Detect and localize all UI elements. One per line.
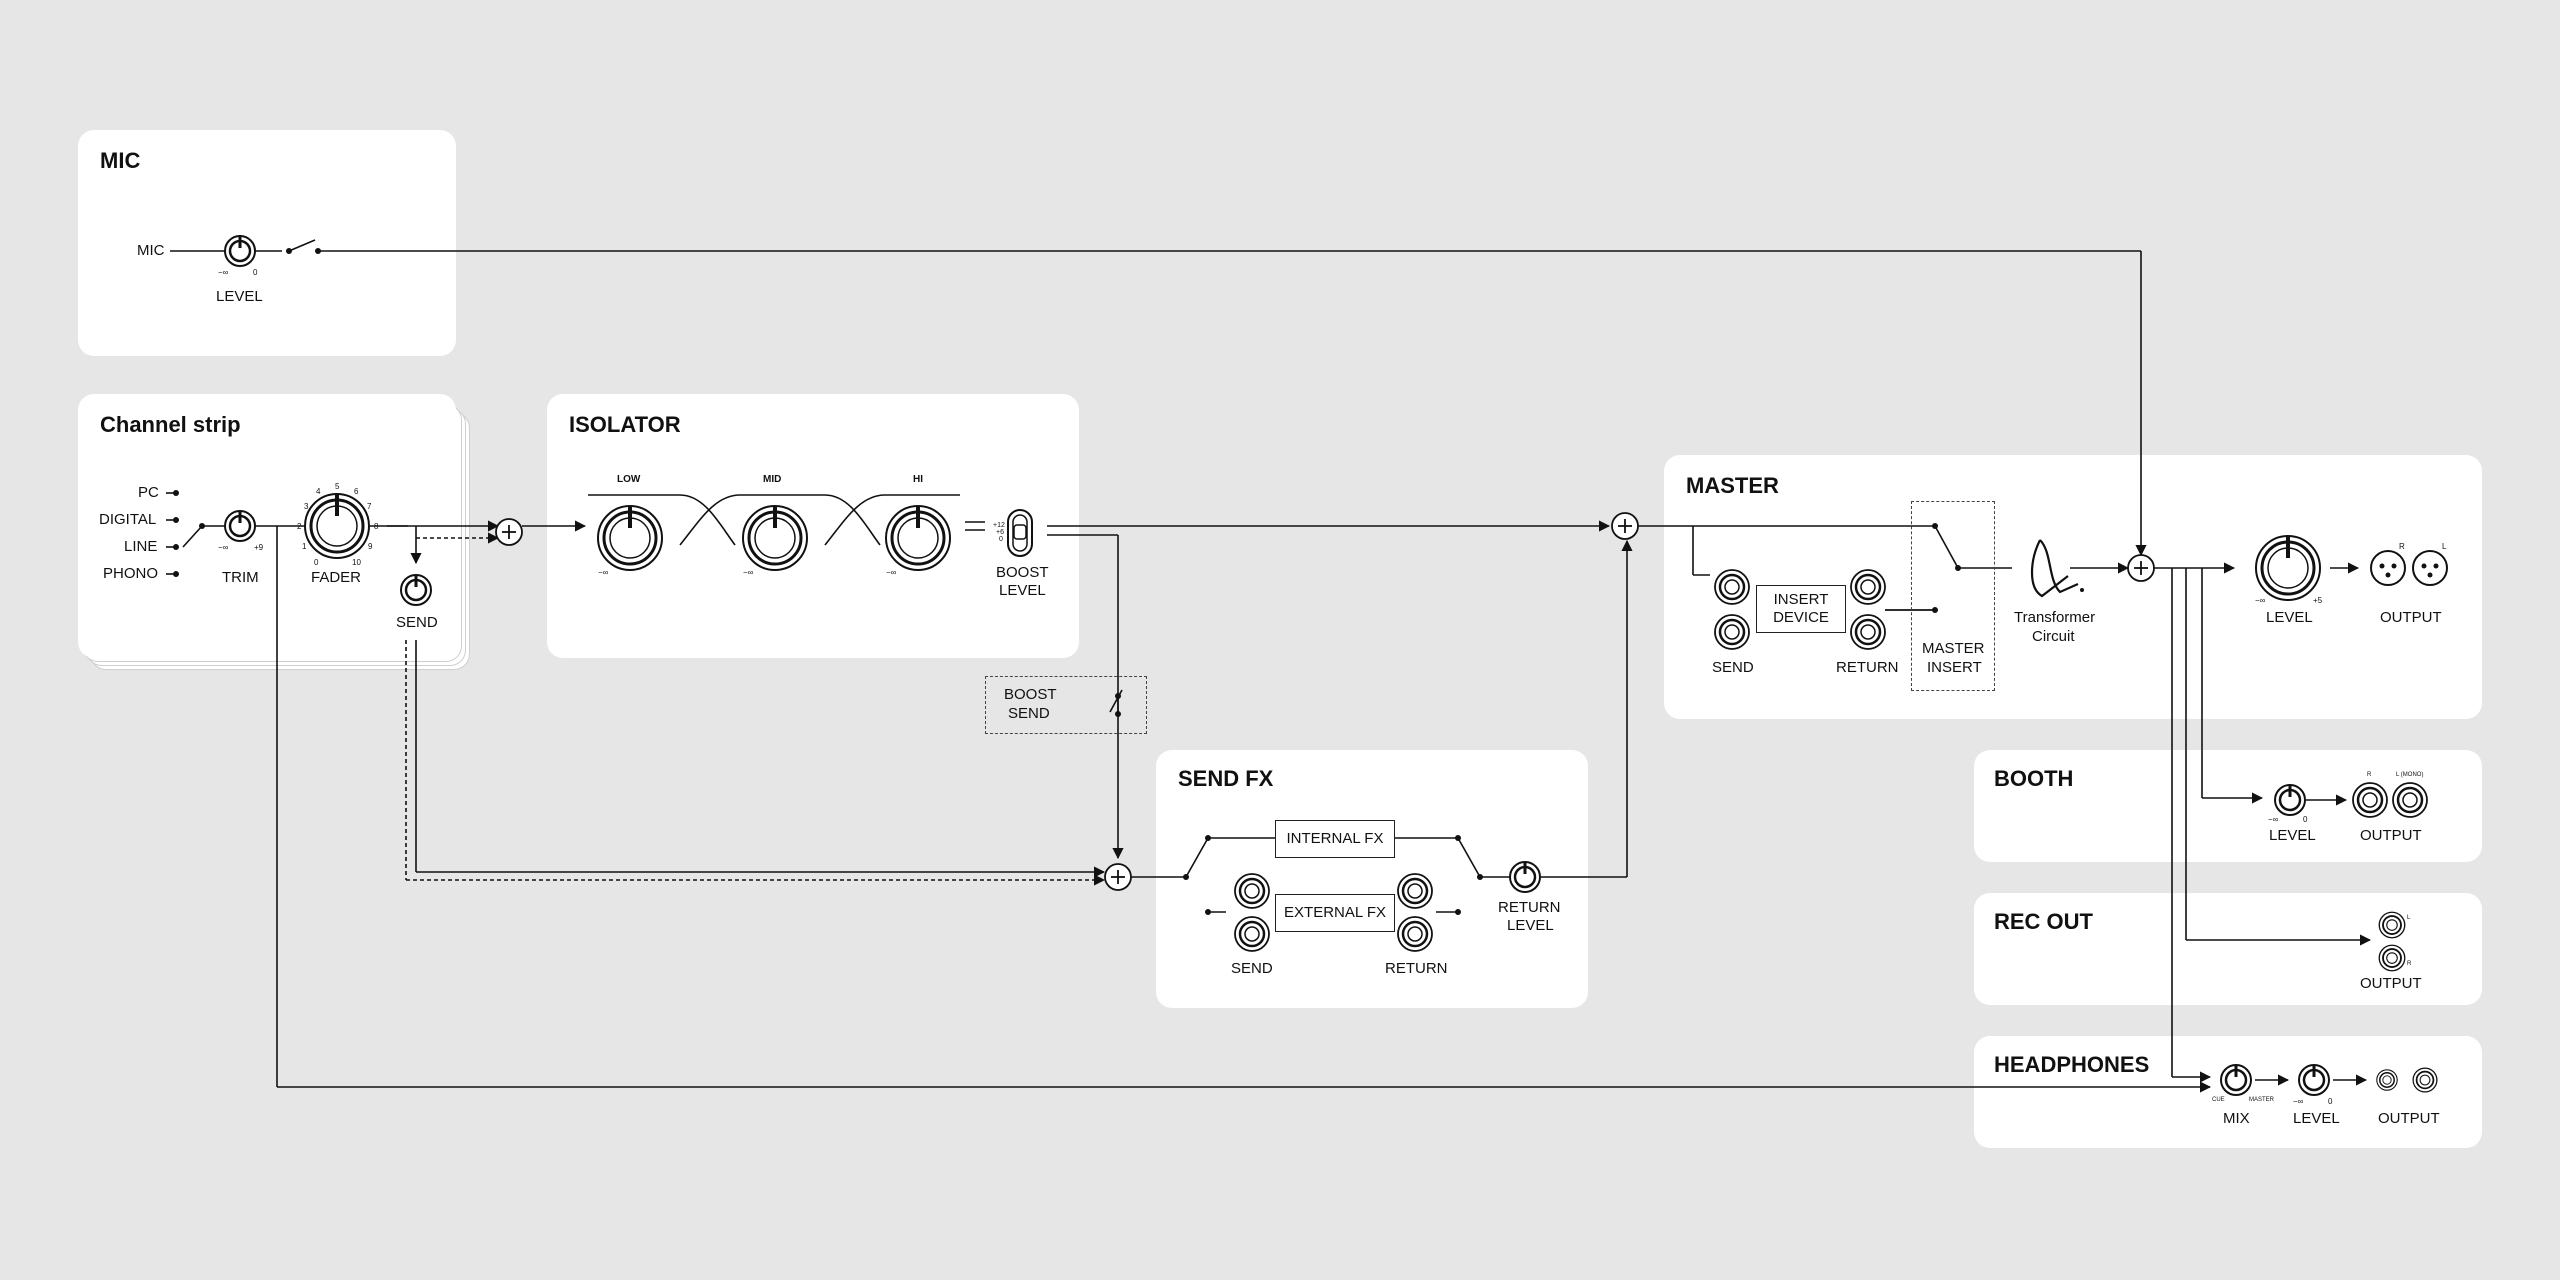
fader-knob — [303, 492, 371, 560]
hp-level-knob — [2297, 1063, 2331, 1097]
master-send-label: SEND — [1712, 659, 1754, 676]
fx-return-label: RETURN — [1385, 960, 1448, 977]
fader-scale-10: 10 — [352, 558, 361, 567]
fx-send-label: SEND — [1231, 960, 1273, 977]
channel-title: Channel strip — [100, 412, 241, 437]
master-level-max: +5 — [2313, 596, 2323, 605]
return-level-label-2: LEVEL — [1507, 917, 1554, 934]
boost-scale-6: +6 — [996, 529, 1004, 536]
hp-level-label: LEVEL — [2293, 1110, 2340, 1127]
hp-level-max: 0 — [2328, 1097, 2333, 1106]
trim-min: −∞ — [218, 543, 229, 552]
mid-knob — [741, 504, 809, 572]
xlr-r-label: R — [2399, 542, 2405, 551]
mic-level-knob — [223, 234, 257, 268]
hi-knob — [884, 504, 952, 572]
fader-scale-9: 9 — [368, 542, 373, 551]
mic-input-label: MIC — [137, 242, 165, 259]
fader-scale-6: 6 — [354, 487, 359, 496]
mid-knob-min: −∞ — [743, 568, 754, 577]
trim-max: +9 — [254, 543, 264, 552]
input-phono-label: PHONO — [103, 565, 159, 582]
hp-mix-label: MIX — [2223, 1110, 2250, 1127]
rca-l-label: L — [2407, 915, 2411, 921]
boost-scale-0: 0 — [999, 536, 1003, 543]
band-mid-label: MID — [763, 474, 782, 485]
sendfx-title: SEND FX — [1178, 766, 1274, 791]
fader-scale-1: 1 — [302, 542, 307, 551]
fader-scale-5: 5 — [335, 482, 340, 491]
send-label: SEND — [396, 614, 438, 631]
low-knob — [596, 504, 664, 572]
master-output-label: OUTPUT — [2380, 609, 2442, 626]
boost-level-label-1: BOOST — [996, 564, 1049, 581]
boost-level-label-2: LEVEL — [999, 582, 1046, 599]
input-pc-label: PC — [138, 484, 159, 501]
transformer-label-2: Circuit — [2032, 628, 2075, 645]
return-level-knob — [1508, 860, 1542, 894]
fader-scale-7: 7 — [367, 502, 372, 511]
low-knob-min: −∞ — [598, 568, 609, 577]
mic-knob-min: −∞ — [218, 268, 229, 277]
booth-level-max: 0 — [2303, 815, 2308, 824]
input-line-label: LINE — [124, 538, 158, 555]
master-level-knob — [2254, 534, 2322, 602]
master-level-min: −∞ — [2255, 596, 2266, 605]
booth-output-label: OUTPUT — [2360, 827, 2422, 844]
boost-send-label-1: BOOST — [1004, 686, 1057, 703]
boost-send-label-2: SEND — [1008, 705, 1050, 722]
master-insert-box — [1911, 501, 1995, 691]
recout-title: REC OUT — [1994, 909, 2093, 934]
band-hi-label: HI — [913, 474, 923, 485]
mic-panel: MIC — [78, 130, 456, 356]
master-level-label: LEVEL — [2266, 609, 2313, 626]
internal-fx-box: INTERNAL FX — [1275, 820, 1395, 858]
booth-level-knob — [2273, 783, 2307, 817]
isolator-title: ISOLATOR — [569, 412, 681, 437]
fader-scale-4: 4 — [316, 487, 321, 496]
fader-scale-2: 2 — [297, 522, 302, 531]
return-level-label-1: RETURN — [1498, 899, 1561, 916]
master-title: MASTER — [1686, 473, 1779, 498]
rca-r-label: R — [2407, 961, 2412, 967]
hp-cue-label: CUE — [2212, 1097, 2225, 1103]
trim-label: TRIM — [222, 569, 259, 586]
fader-scale-0: 0 — [314, 558, 319, 567]
fader-label: FADER — [311, 569, 362, 586]
mic-title: MIC — [100, 148, 141, 173]
hp-mix-knob — [2219, 1063, 2253, 1097]
insert-device-label-1: INSERT — [1773, 591, 1829, 608]
master-return-label: RETURN — [1836, 659, 1899, 676]
booth-jack-l: L (MONO) — [2396, 772, 2424, 778]
booth-jack-r: R — [2367, 772, 2372, 778]
input-digital-label: DIGITAL — [99, 511, 157, 528]
insert-device-label-2: DEVICE — [1773, 609, 1829, 626]
booth-title: BOOTH — [1994, 766, 2074, 791]
insert-device-box: INSERT DEVICE — [1756, 585, 1846, 633]
fader-scale-8: 8 — [374, 522, 379, 531]
boost-send-box — [985, 676, 1147, 734]
headphones-title: HEADPHONES — [1994, 1052, 2150, 1077]
hp-level-min: −∞ — [2293, 1097, 2304, 1106]
booth-level-label: LEVEL — [2269, 827, 2316, 844]
hi-knob-min: −∞ — [886, 568, 897, 577]
master-insert-label-2: INSERT — [1927, 659, 1982, 676]
recout-output-label: OUTPUT — [2360, 975, 2422, 992]
band-low-label: LOW — [617, 474, 641, 485]
booth-level-min: −∞ — [2268, 815, 2279, 824]
boost-scale-12: +12 — [993, 522, 1005, 529]
hp-output-label: OUTPUT — [2378, 1110, 2440, 1127]
hp-master-label: MASTER — [2249, 1097, 2275, 1103]
fader-scale-3: 3 — [304, 502, 309, 511]
xlr-l-label: L — [2442, 542, 2447, 551]
external-fx-box: EXTERNAL FX — [1275, 894, 1395, 932]
mic-knob-max: 0 — [253, 268, 258, 277]
transformer-label-1: Transformer — [2014, 609, 2096, 626]
mic-level-label: LEVEL — [216, 288, 263, 305]
master-insert-label-1: MASTER — [1922, 640, 1985, 657]
send-knob — [399, 573, 433, 607]
trim-knob — [223, 509, 257, 543]
